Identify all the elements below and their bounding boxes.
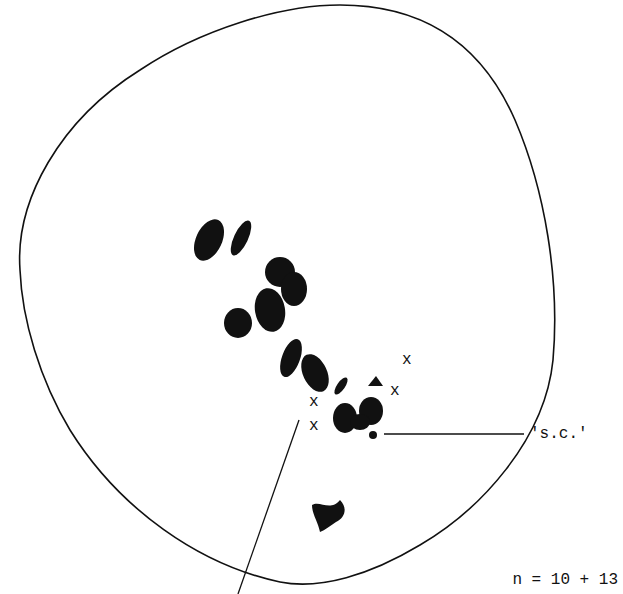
cross-mark: x	[309, 418, 319, 434]
cross-mark: x	[390, 383, 400, 399]
chromosome-count: n = 10 + 13	[512, 572, 618, 588]
cross-mark: x	[309, 394, 319, 410]
cross-mark: x	[402, 352, 412, 368]
chromosomes	[188, 215, 383, 532]
cell-outline	[20, 5, 555, 584]
structure-label: 's.c.'	[530, 426, 588, 442]
leader-line	[238, 420, 299, 594]
leader-line	[384, 433, 524, 434]
